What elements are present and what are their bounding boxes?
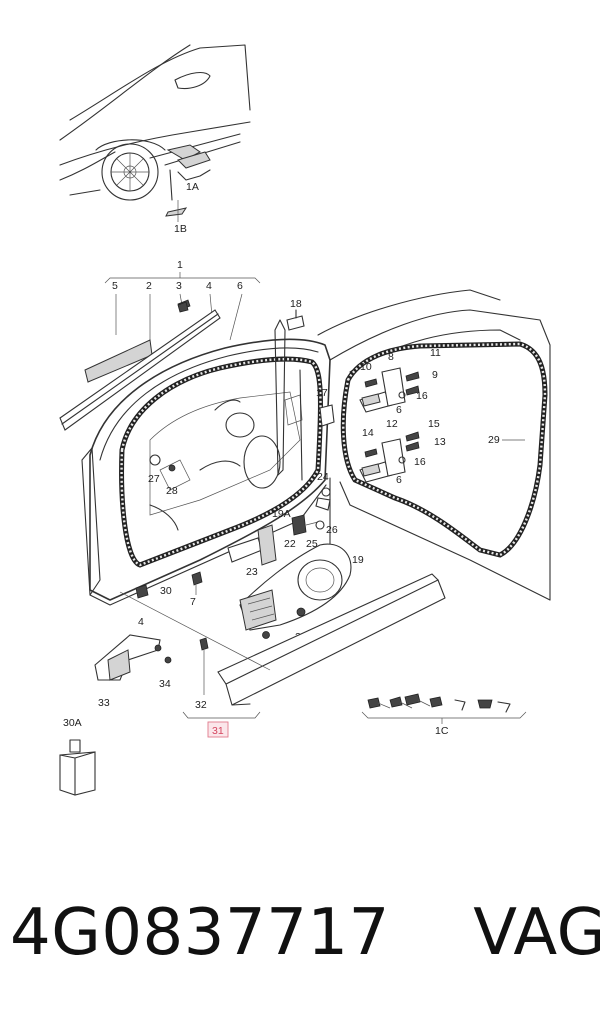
door-shell bbox=[81, 319, 331, 606]
fastener-kit-1C: 1C bbox=[361, 693, 527, 737]
highlighted-callout-box bbox=[207, 721, 229, 738]
callout-17: 17 bbox=[316, 387, 328, 399]
callout-27: 27 bbox=[148, 473, 160, 485]
callout-28: 28 bbox=[166, 485, 178, 497]
car-overview-inset: 1A 1B bbox=[59, 44, 251, 235]
adhesive-bottle-30A: 30A bbox=[59, 717, 96, 796]
callout-29: 29 bbox=[488, 434, 500, 446]
callout-25: 25 bbox=[306, 538, 318, 550]
body-door-opening bbox=[317, 289, 551, 601]
callout-26: 26 bbox=[326, 524, 338, 536]
lower-bracket: 33 34 bbox=[94, 634, 172, 709]
callout-4-lower: 4 bbox=[138, 616, 144, 628]
callout-10: 10 bbox=[360, 361, 372, 373]
callout-30A: 30A bbox=[63, 717, 82, 729]
callout-1C: 1C bbox=[435, 725, 449, 737]
group-bracket-1: 1 5 2 3 4 6 bbox=[104, 259, 261, 341]
callout-2: 2 bbox=[146, 280, 152, 292]
brand-name: VAG bbox=[473, 896, 600, 970]
callout-33: 33 bbox=[98, 697, 110, 709]
exploded-parts-diagram: 1A 1B 1 5 2 3 4 6 bbox=[59, 44, 551, 796]
callout-5: 5 bbox=[112, 280, 118, 292]
callout-19: 19 bbox=[352, 554, 364, 566]
callout-8: 8 bbox=[388, 351, 394, 363]
callout-1B: 1B bbox=[174, 223, 187, 235]
callout-16: 16 bbox=[416, 390, 428, 402]
door-small-parts: 18 17 24 26 27 28 19A 22 25 23 7 30 bbox=[135, 298, 338, 628]
callout-6: 6 bbox=[237, 280, 243, 292]
callout-11: 11 bbox=[430, 347, 441, 359]
callout-12: 12 bbox=[386, 418, 398, 430]
callout-7: 7 bbox=[190, 596, 196, 608]
callout-23: 23 bbox=[246, 566, 258, 578]
callout-6-hinge-bottom: 6 bbox=[396, 474, 402, 486]
callout-19A: 19A bbox=[272, 508, 291, 520]
door-hinges: 10 8 11 9 16 6 12 14 15 13 16 6 29 bbox=[359, 347, 500, 486]
callout-9: 9 bbox=[432, 369, 438, 381]
callout-1: 1 bbox=[177, 259, 183, 271]
part-caption: 4G0837717 VAG bbox=[10, 888, 600, 978]
callout-31-highlighted: 31 bbox=[212, 725, 224, 737]
callout-3: 3 bbox=[176, 280, 182, 292]
callout-24: 24 bbox=[317, 471, 329, 483]
callout-34: 34 bbox=[159, 678, 171, 690]
callout-13: 13 bbox=[434, 436, 446, 448]
callout-16-lower: 16 bbox=[414, 456, 426, 468]
callout-22: 22 bbox=[284, 538, 296, 550]
sill-trim-strip: 32 31 bbox=[119, 573, 446, 738]
callout-4: 4 bbox=[206, 280, 212, 292]
callout-6-hinge-top: 6 bbox=[396, 404, 402, 416]
callout-32: 32 bbox=[195, 699, 207, 711]
part-number: 4G0837717 bbox=[10, 896, 390, 970]
door-trim-strips bbox=[59, 299, 221, 431]
callout-15: 15 bbox=[428, 418, 440, 430]
callout-14: 14 bbox=[362, 427, 374, 439]
callout-30: 30 bbox=[160, 585, 172, 597]
callout-18: 18 bbox=[290, 298, 302, 310]
callout-1A: 1A bbox=[186, 181, 199, 193]
